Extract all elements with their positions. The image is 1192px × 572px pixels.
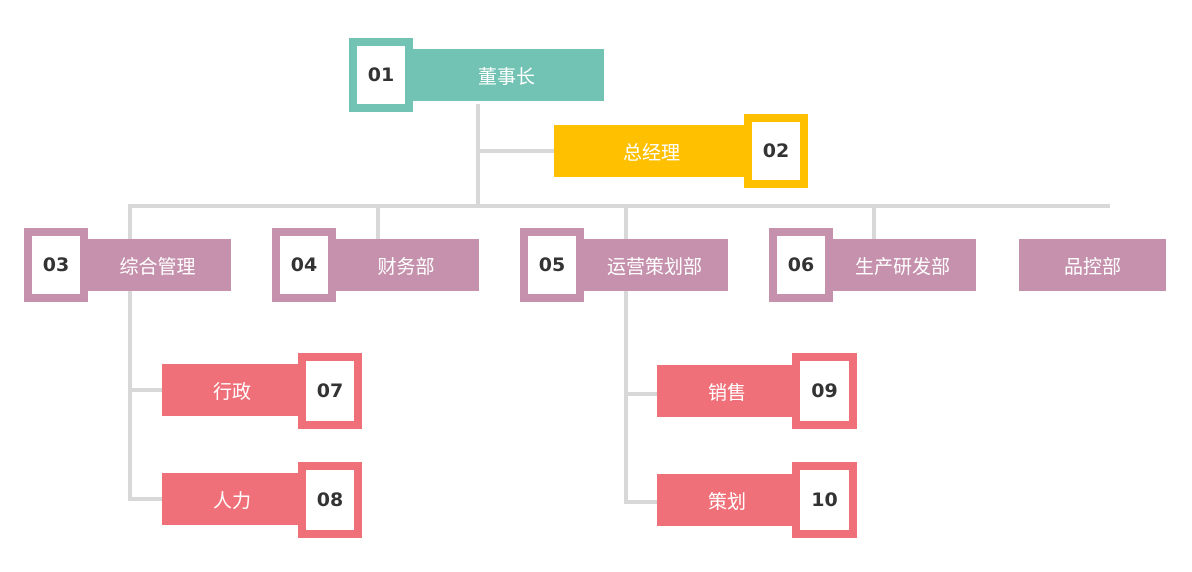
connector-finance-drop (376, 204, 380, 240)
node-hr-label: 人力 (212, 489, 251, 512)
node-finance-number-badge: 04 (272, 228, 336, 302)
node-finance: 财务部 (333, 239, 479, 291)
node-general: 综合管理 (84, 239, 231, 291)
node-gm-number-badge: 02 (744, 114, 808, 188)
connector-chairman-trunk (476, 104, 480, 204)
connector-general-sub-trunk (128, 290, 132, 500)
node-planning-label: 策划 (707, 490, 746, 513)
node-chairman-label: 董事长 (477, 65, 535, 88)
node-finance-label: 财务部 (377, 255, 435, 278)
node-admin: 行政 (162, 364, 302, 416)
node-operations-number-badge: 05 (520, 228, 584, 302)
node-sales-label: 销售 (707, 381, 746, 404)
node-general-label: 综合管理 (119, 255, 196, 278)
connector-operations-drop (624, 204, 628, 240)
node-operations-label: 运营策划部 (606, 255, 702, 278)
node-hr: 人力 (162, 473, 302, 525)
node-production-label: 生产研发部 (854, 255, 950, 278)
node-chairman: 董事长 (409, 49, 604, 101)
node-quality: 品控部 (1019, 239, 1166, 291)
connector-hr-branch (128, 497, 164, 501)
connector-admin-branch (128, 388, 164, 392)
node-gm-label: 总经理 (622, 141, 680, 164)
node-chairman-number-badge: 01 (349, 38, 413, 112)
connector-department-bus (128, 204, 1110, 208)
node-admin-label: 行政 (212, 380, 251, 403)
node-sales-number-badge: 09 (792, 353, 857, 429)
node-planning: 策划 (657, 474, 797, 526)
node-production-number-badge: 06 (769, 228, 833, 302)
node-planning-number-badge: 10 (792, 462, 857, 538)
node-quality-label: 品控部 (1063, 255, 1121, 278)
node-production: 生产研发部 (829, 239, 976, 291)
node-operations: 运营策划部 (581, 239, 728, 291)
connector-gm-branch (478, 149, 556, 153)
node-admin-number-badge: 07 (298, 353, 362, 429)
connector-planning-branch (624, 500, 660, 504)
node-sales: 销售 (657, 365, 797, 417)
node-gm: 总经理 (554, 125, 749, 177)
connector-sales-branch (624, 392, 660, 396)
connector-production-drop (872, 204, 876, 240)
node-hr-number-badge: 08 (298, 462, 362, 538)
node-general-number-badge: 03 (24, 228, 88, 302)
connector-general-drop (128, 204, 132, 240)
